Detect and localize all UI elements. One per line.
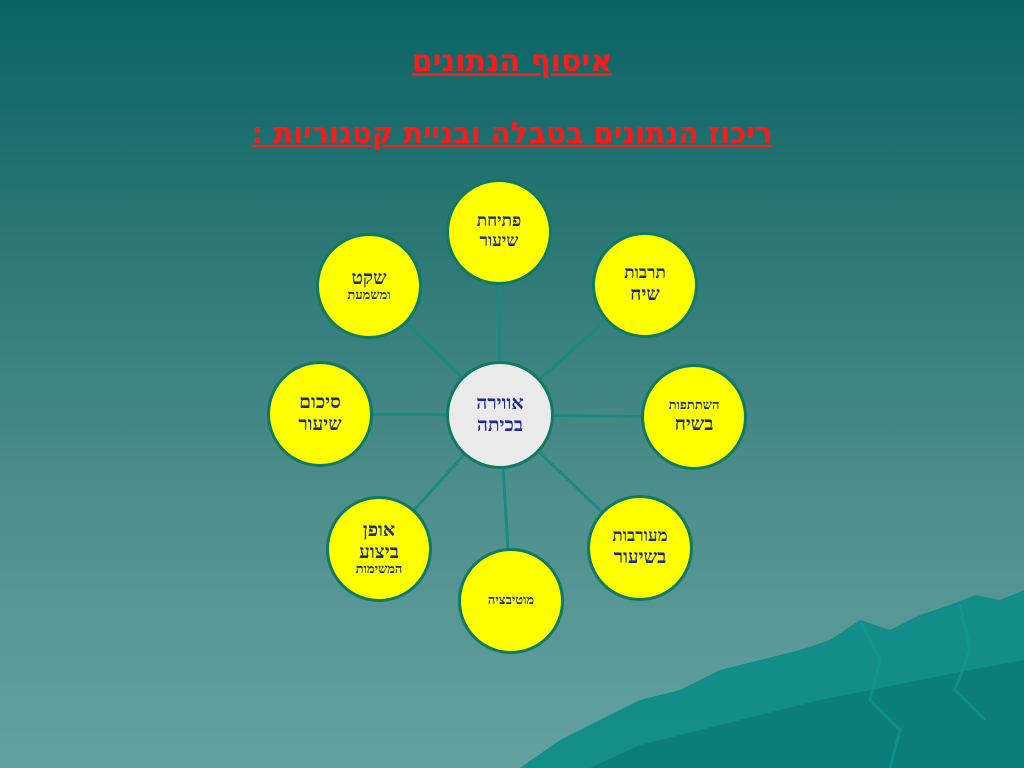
node-label-line1: סיכום bbox=[299, 391, 341, 414]
node-label-line1: השתתפות bbox=[668, 397, 720, 413]
center-node: אווירה בכיתה bbox=[446, 361, 554, 469]
center-node-line1: אווירה bbox=[476, 392, 524, 415]
node-label-line2: ביצוע bbox=[359, 540, 399, 563]
node-label-line2: שיעור bbox=[298, 413, 342, 435]
node-label-line2: בשיח bbox=[674, 412, 714, 435]
node-lesson-summary: סיכום שיעור bbox=[267, 361, 373, 467]
node-label-line1: שקט bbox=[351, 266, 387, 289]
page-title: איסוף הנתונים bbox=[411, 44, 613, 79]
node-label-line2: שיח bbox=[630, 282, 660, 305]
center-node-line2: בכיתה bbox=[477, 414, 523, 436]
node-discourse-culture: תרבות שיח bbox=[592, 232, 698, 338]
page-subtitle: ריכוז הנתונים בטבלה ובניית קטגוריות : bbox=[251, 116, 773, 150]
node-label-line1: פתיחת bbox=[476, 211, 522, 232]
node-lesson-engagement: מעורבות בשיעור bbox=[587, 495, 693, 601]
node-label-line1: מוטיבציה bbox=[487, 592, 535, 608]
node-discourse-participation: השתתפות בשיח bbox=[641, 364, 747, 470]
node-label-line1: אופן bbox=[362, 518, 396, 541]
node-motivation: מוטיבציה bbox=[458, 548, 564, 654]
node-label-line2: בשיעור bbox=[613, 545, 667, 568]
node-lesson-opening: פתיחת שיעור bbox=[446, 179, 552, 285]
node-label-line2: שיעור bbox=[479, 231, 519, 251]
node-task-execution: אופן ביצוע המשימות bbox=[326, 496, 432, 602]
node-quiet-discipline: שקט ומשמעת bbox=[316, 233, 422, 339]
node-label-line1: תרבות bbox=[624, 263, 666, 284]
node-label-line3: המשימות bbox=[355, 562, 403, 578]
node-label-line2: ומשמעת bbox=[347, 288, 391, 304]
node-label-line1: מעורבות bbox=[612, 526, 668, 547]
